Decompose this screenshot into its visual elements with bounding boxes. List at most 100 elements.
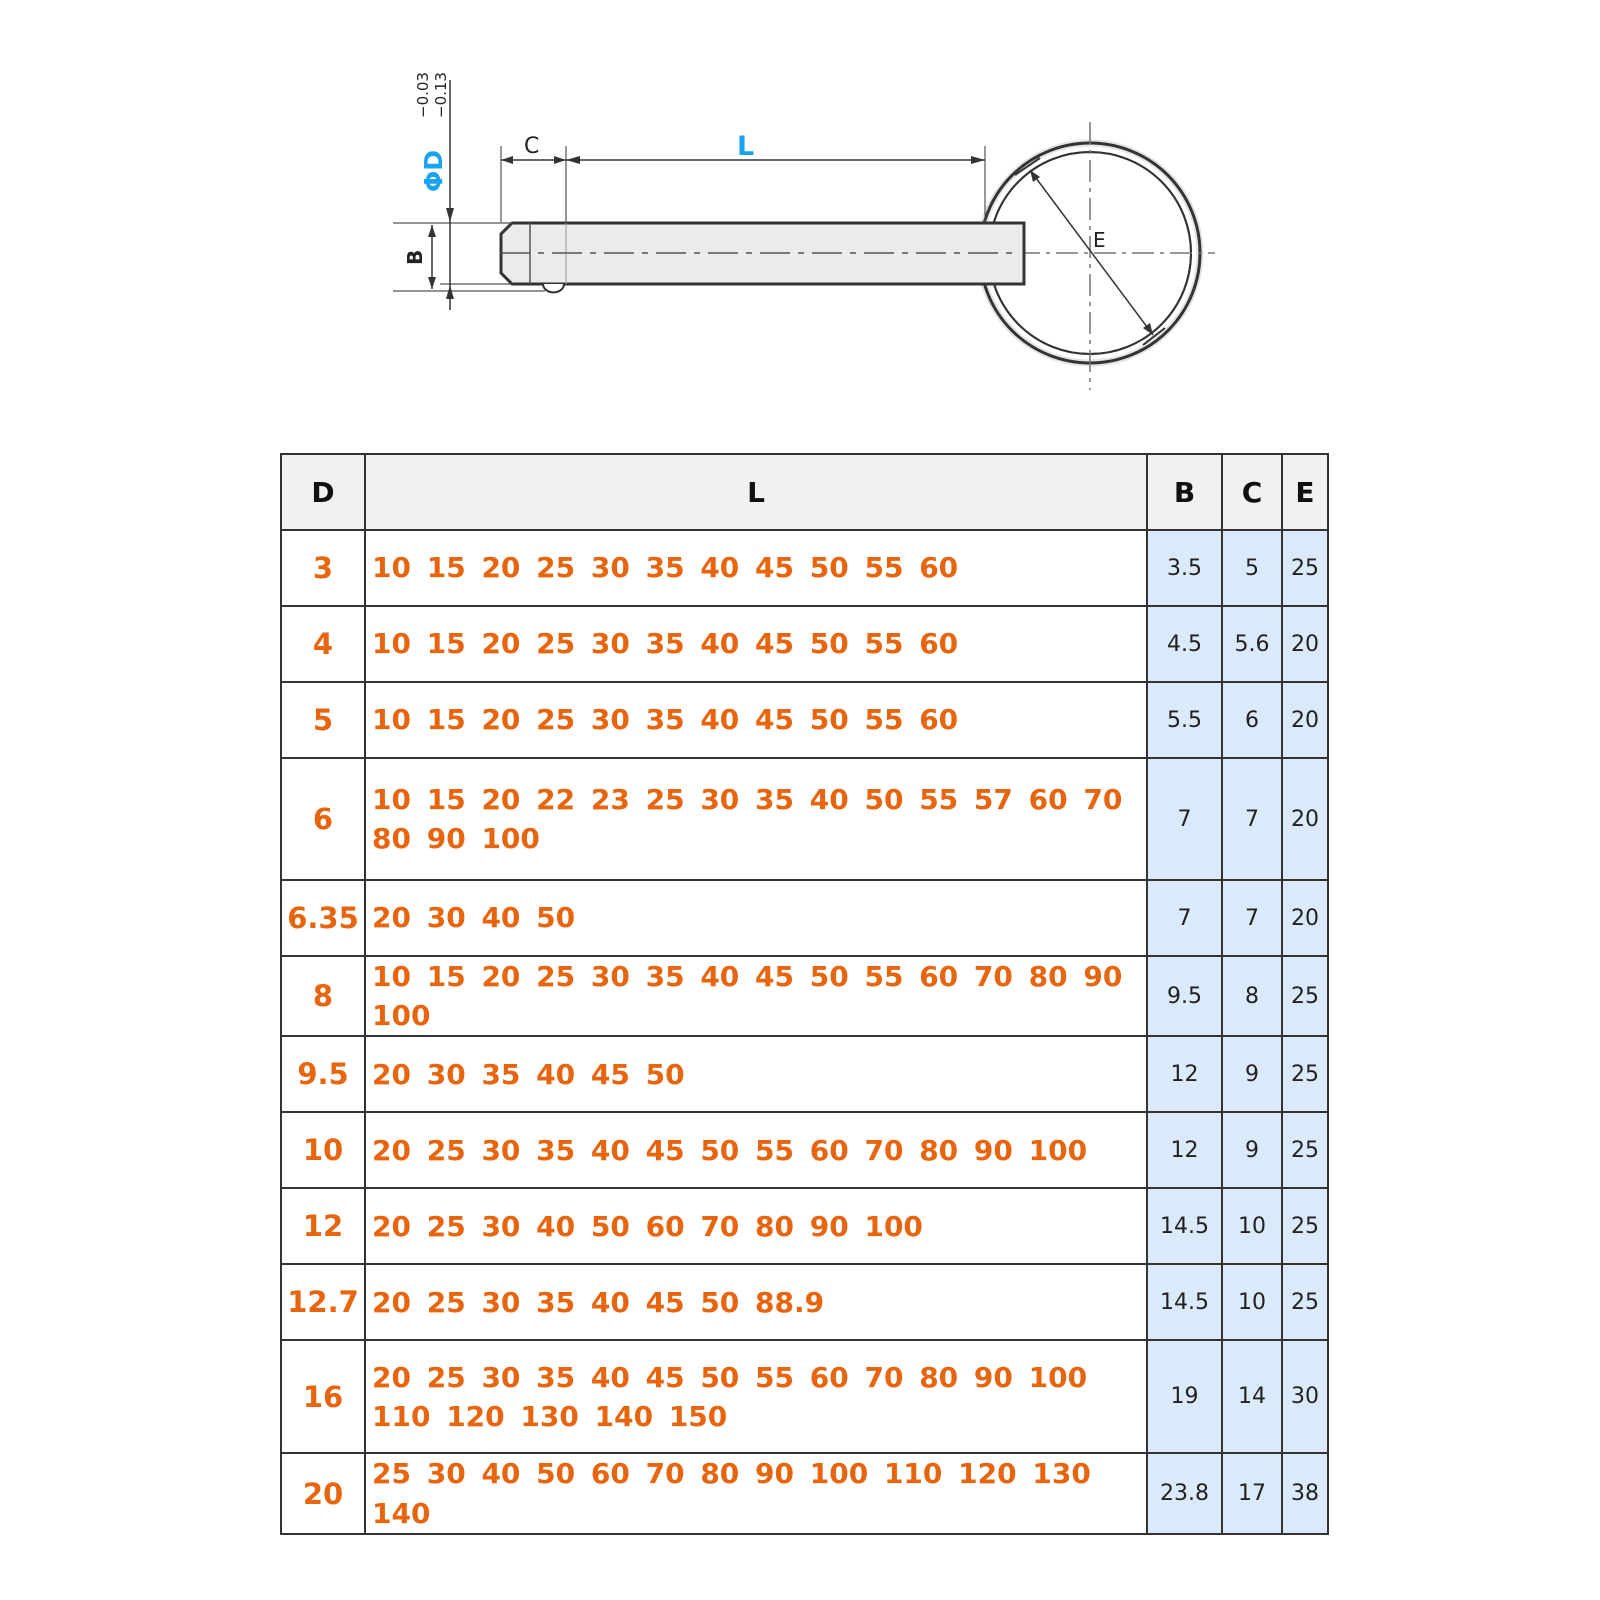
length-value: 90 [809,1209,849,1243]
length-value: 88.9 [755,1285,825,1319]
length-value: 70 [973,960,1013,993]
cell-B: 3.5 [1146,529,1223,607]
length-value: 120 [958,1457,1017,1491]
length-value: 10 [372,703,411,737]
length-value: 140 [372,1496,431,1530]
label-E: E [1093,228,1106,252]
length-value: 40 [536,1209,576,1243]
length-value: 55 [755,1133,794,1167]
length-value: 150 [668,1399,728,1433]
cell-B: 14.5 [1146,1263,1223,1342]
cell-C: 7 [1221,879,1283,957]
length-value: 20 [481,703,521,737]
length-value: 60 [809,1133,849,1167]
length-value: 50 [864,782,904,816]
length-value: 40 [481,901,521,935]
cell-D: 9.5 [280,1035,366,1114]
length-value: 80 [700,1457,740,1491]
cell-E: 25 [1281,529,1329,607]
length-value: 55 [864,551,904,585]
header-D: D [280,453,366,531]
cell-L: 20 25 30 40 50 60 70 80 90 100 [364,1187,1148,1266]
length-value: 100 [481,822,540,855]
length-value: 10 [372,782,411,816]
length-value: 110 [883,1457,943,1491]
length-value: 80 [919,1133,959,1167]
length-value: 20 [372,1057,411,1091]
length-value: 57 [973,782,1013,816]
length-value: 50 [536,901,576,935]
length-value: 35 [645,551,685,585]
cell-L: 20 30 35 40 45 50 [364,1035,1148,1114]
length-value: 30 [590,627,630,661]
cell-B: 9.5 [1146,954,1223,1038]
cell-D: 12.7 [280,1263,366,1342]
length-value: 35 [536,1133,576,1167]
length-value: 25 [426,1133,466,1167]
cell-L: 10 15 20 25 30 35 40 45 50 55 60 [364,529,1148,607]
header-L: L [364,453,1148,531]
length-value: 20 [372,1133,411,1167]
length-value: 50 [809,703,849,737]
length-value: 45 [755,960,794,993]
length-value: 35 [481,1057,521,1091]
tolerance-lower: −0.13 [432,72,450,118]
cell-E: 38 [1281,1452,1329,1535]
length-value: 60 [919,627,959,661]
tolerance-upper: −0.03 [414,72,432,118]
length-value: 25 [536,551,576,585]
cell-L: 10 15 20 22 23 25 30 35 40 50 55 57 60 7… [364,757,1148,881]
length-value: 35 [645,703,685,737]
detent-ball [542,283,565,294]
length-value: 15 [426,627,466,661]
label-C: C [524,134,539,159]
cell-C: 6 [1221,681,1283,759]
length-value: 30 [481,1360,521,1394]
length-value: 100 [1028,1360,1088,1394]
length-value: 35 [536,1360,576,1394]
cell-L: 10 15 20 25 30 35 40 45 50 55 60 70 80 9… [364,954,1148,1038]
cell-L: 10 15 20 25 30 35 40 45 50 55 60 [364,605,1148,683]
cell-L: 20 25 30 35 40 45 50 55 60 70 80 90 100 [364,1111,1148,1190]
length-value: 20 [481,782,521,816]
length-value: 25 [536,960,576,993]
length-value: 25 [426,1360,466,1394]
cell-B: 7 [1146,879,1223,957]
cell-L: 20 30 40 50 [364,879,1148,957]
cell-L: 25 30 40 50 60 70 80 90 100 110 120 130 … [364,1452,1148,1535]
header-C: C [1221,453,1283,531]
cell-B: 23.8 [1146,1452,1223,1535]
length-value: 10 [372,551,411,585]
cell-D: 20 [280,1452,366,1535]
length-value: 60 [919,703,959,737]
cell-C: 9 [1221,1111,1283,1190]
label-D: ΦD [419,150,448,192]
cell-C: 7 [1221,757,1283,881]
length-value: 30 [426,1057,466,1091]
length-value: 40 [700,703,740,737]
cell-E: 25 [1281,1263,1329,1342]
cell-L: 20 25 30 35 40 45 50 55 60 70 80 90 100 … [364,1339,1148,1455]
length-value: 90 [755,1457,794,1491]
length-value: 30 [426,901,466,935]
length-value: 70 [864,1133,904,1167]
cell-D: 5 [280,681,366,759]
length-value: 40 [481,1457,521,1491]
length-value: 15 [426,551,466,585]
cell-E: 20 [1281,757,1329,881]
cell-E: 25 [1281,1035,1329,1114]
length-value: 30 [700,782,740,816]
cell-B: 14.5 [1146,1187,1223,1266]
dimension-E-arrow-top [1030,170,1040,182]
length-value: 35 [645,960,685,993]
length-value: 100 [372,999,431,1033]
length-value: 20 [481,551,521,585]
